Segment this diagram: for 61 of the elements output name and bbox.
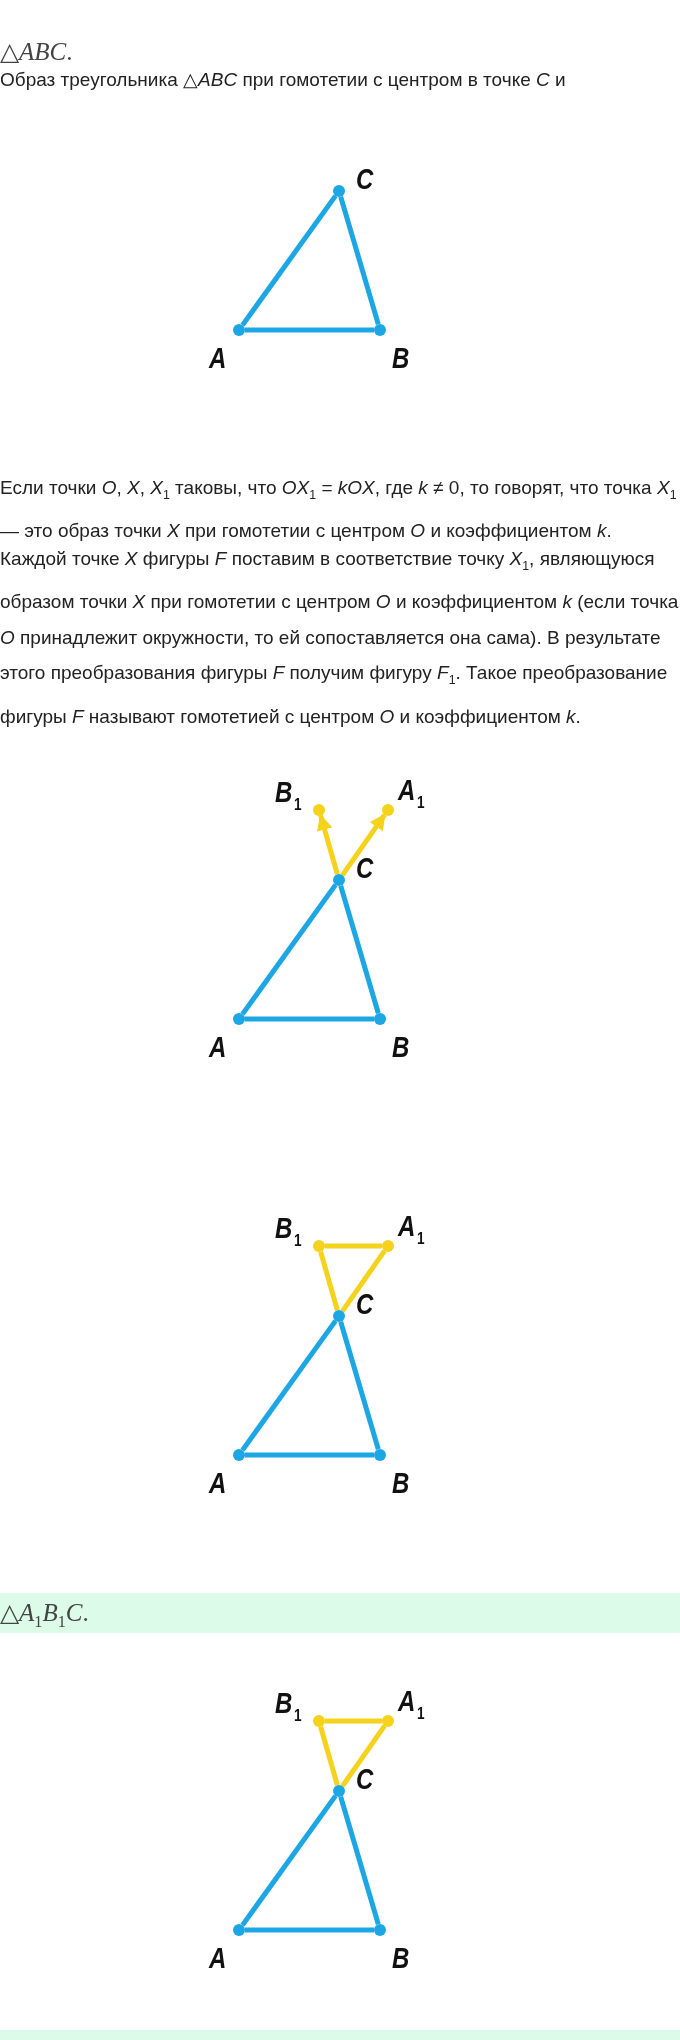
line-segment [245, 1016, 374, 1022]
point-dot [374, 324, 386, 336]
line-segment [340, 1249, 387, 1313]
line-segment [338, 196, 381, 325]
point-label: C [356, 163, 374, 195]
point-dot [382, 804, 394, 816]
line-segment [245, 327, 374, 333]
point-dot [333, 874, 345, 886]
point-label: B [392, 1467, 410, 1499]
point-label: A [209, 1467, 227, 1499]
point-label: B$_{1}$ [275, 1687, 302, 1727]
line-segment [240, 1319, 338, 1452]
line-segment [245, 1927, 374, 1933]
point-label: C [356, 852, 374, 884]
point-label: C [356, 1288, 374, 1320]
point-dot [313, 1240, 325, 1252]
paragraph: Образ треугольника △ABC при гомотетии с центром в точке C и [0, 68, 567, 92]
arrow [340, 813, 387, 877]
point-dot [374, 1013, 386, 1025]
point-label: A [209, 342, 227, 374]
line-segment [245, 1452, 374, 1458]
point-dot [333, 1785, 345, 1797]
point-label: C [356, 1763, 374, 1795]
point-label: A [209, 1942, 227, 1974]
point-dot [233, 1449, 245, 1461]
math-heading: △ABC. [0, 37, 74, 67]
point-label: A$_{1}$ [398, 1685, 425, 1725]
line-segment [325, 1243, 382, 1249]
paragraph: Если точки O, X, X$_{1}$ таковы, что OX$_{1}$ = kOX, где k ≠ 0, то говорят, что точка X$_{1}$ — это образ точки X при гомотетии с центром O и коэффициентом k. [0, 476, 678, 544]
line-segment [318, 1726, 340, 1786]
point-dot [382, 1240, 394, 1252]
point-dot [233, 324, 245, 336]
point-label: A [209, 1031, 227, 1063]
line-segment [240, 194, 338, 327]
point-label: B [392, 1031, 410, 1063]
point-dot [233, 1924, 245, 1936]
point-dot [382, 1715, 394, 1727]
line-segment [338, 1796, 381, 1925]
point-dot [333, 1310, 345, 1322]
point-label: B [392, 342, 410, 374]
point-dot [333, 185, 345, 197]
point-dot [233, 1013, 245, 1025]
point-label: A$_{1}$ [398, 774, 425, 814]
line-segment [318, 1251, 340, 1311]
arrow [316, 814, 340, 875]
point-label: B$_{1}$ [275, 776, 302, 816]
paragraph: Каждой точке X фигуры F поставим в соответствие точку X$_{1}$, являющуюся образом точки X при гомотетии с центром O и коэффициентом k (если точка O принадлежит окружности, то ей сопоставляется она сама). В результате этого преобразования фигуры F получим фигуру F$_{1}$. Такое преобразование фигуры F называют гомотетией с центром O и коэффициентом k. [0, 547, 680, 729]
point-dot [313, 804, 325, 816]
point-label: A$_{1}$ [398, 1210, 425, 1250]
line-segment [240, 1794, 338, 1927]
math-heading: △A$_{1}$B$_{1}$C. [0, 1598, 90, 1633]
point-dot [313, 1715, 325, 1727]
point-label: B [392, 1942, 410, 1974]
line-segment [338, 885, 381, 1014]
line-segment [240, 883, 338, 1016]
point-dot [374, 1449, 386, 1461]
line-segment [325, 1718, 382, 1724]
point-dot [374, 1924, 386, 1936]
point-label: B$_{1}$ [275, 1212, 302, 1252]
line-segment [338, 1321, 381, 1450]
line-segment [340, 1724, 387, 1788]
